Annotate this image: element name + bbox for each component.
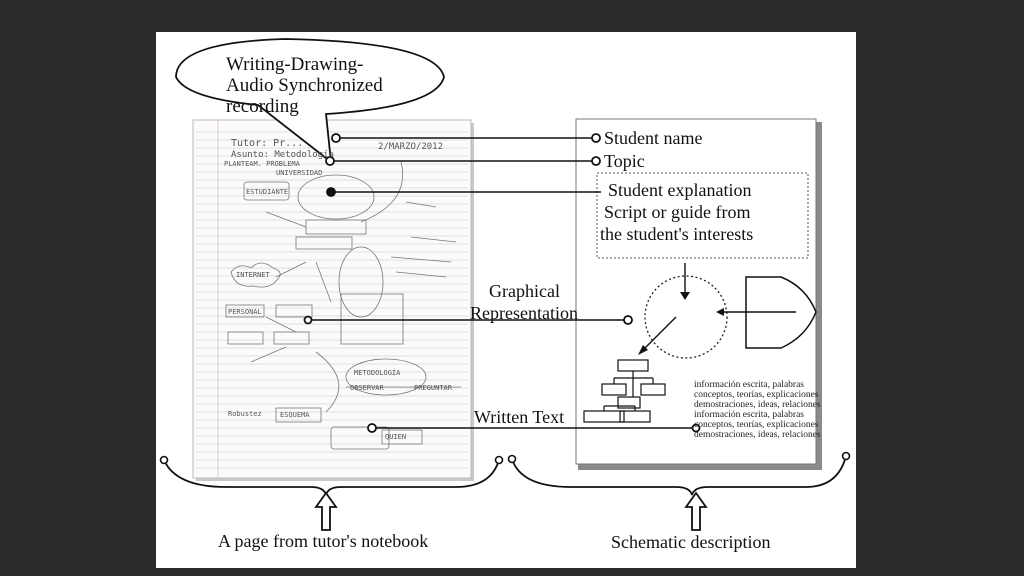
- notebook-scribble-observar: OBSERVAR: [350, 384, 384, 392]
- notebook-scribble-metodologia: METODOLOGÍA: [354, 369, 401, 377]
- notebook-scribble-quien: QUIEN: [385, 433, 407, 441]
- notebook-scribble-personal: PERSONAL: [228, 308, 262, 316]
- connector-dots: [303, 133, 701, 433]
- schematic-page: [575, 118, 822, 470]
- caption-schematic: Schematic description: [611, 532, 771, 552]
- sample-text-line: conceptos, teorías, explicaciones: [694, 420, 819, 430]
- notebook-header-tutor: Tutor: Pr...: [231, 138, 304, 149]
- notebook-page: [192, 119, 474, 481]
- sample-text-block: información escrita, palabras conceptos,…: [694, 380, 821, 440]
- label-representation: Representation: [470, 303, 578, 323]
- bubble-line-2: Audio Synchronized: [226, 75, 383, 96]
- explanation-box: [596, 172, 809, 259]
- label-student-name: Student name: [604, 128, 703, 148]
- bubble-text: Writing-Drawing- Audio Synchronized reco…: [226, 54, 383, 117]
- sample-text-line: demostraciones, ideas, relaciones: [694, 400, 821, 410]
- notebook-scribble-robustez: Robustez: [228, 410, 262, 418]
- notebook-scribble-internet: INTERNET: [236, 271, 270, 279]
- notebook-scribble-esquema: ESQUEMA: [280, 411, 310, 419]
- slide: Tutor: Pr... Asunto: Metodología 2/MARZO…: [156, 32, 856, 568]
- speech-bubble: [175, 38, 445, 165]
- caption-notebook: A page from tutor's notebook: [218, 531, 429, 551]
- connectors: [308, 137, 696, 429]
- concept-circle-shape: [644, 275, 728, 359]
- notebook-scribble-estudiante: ESTUDIANTE: [246, 188, 289, 196]
- explanation-line-3: the student's interests: [600, 224, 754, 244]
- bubble-line-1: Writing-Drawing-: [226, 54, 364, 75]
- explanation-line-2: Script or guide from: [604, 202, 751, 222]
- hierarchy-diagram: [583, 359, 666, 423]
- up-arrows: [314, 491, 708, 531]
- label-graphical: Graphical: [489, 281, 560, 301]
- diagram-canvas: [159, 38, 851, 531]
- sample-text-line: demostraciones, ideas, relaciones: [694, 430, 821, 440]
- notebook-header-subject: Asunto: Metodología: [231, 150, 334, 160]
- shield-shape: [745, 276, 817, 349]
- sample-text-line: información escrita, palabras: [694, 410, 804, 420]
- notebook-scribble-universidad: UNIVERSIDAD: [276, 169, 323, 177]
- explanation-line-1: Student explanation: [608, 180, 752, 200]
- notebook-scribble-planteamiento: PLANTEAM. PROBLEMA: [224, 160, 300, 168]
- notebook-header-date: 2/MARZO/2012: [378, 142, 444, 152]
- explanation-text: Student explanation Script or guide from…: [600, 179, 754, 245]
- notebook-scribble-preguntar: PREGUNTAR: [414, 384, 452, 392]
- bubble-line-3: recording: [226, 96, 299, 117]
- sample-text-line: información escrita, palabras: [694, 380, 804, 390]
- label-topic: Topic: [604, 151, 645, 171]
- sample-text-line: conceptos, teorías, explicaciones: [694, 390, 819, 400]
- label-written-text: Written Text: [474, 407, 565, 427]
